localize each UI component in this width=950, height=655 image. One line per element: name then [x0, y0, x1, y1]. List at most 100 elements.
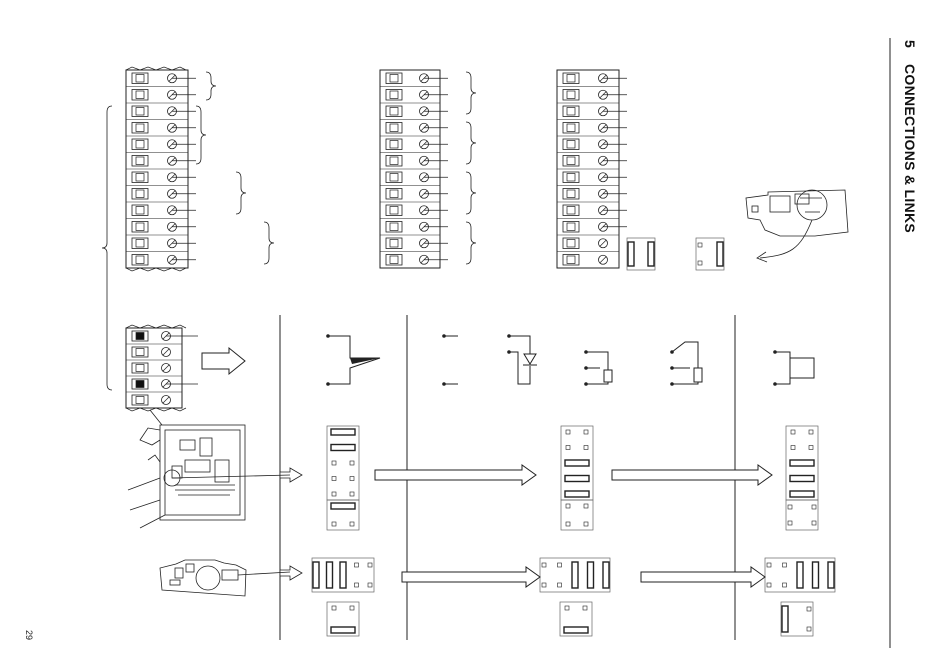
link-box — [540, 558, 610, 592]
link-pad — [566, 430, 570, 434]
terminal-clamp — [390, 75, 398, 83]
terminal-clamp — [567, 75, 575, 83]
link-jumper — [572, 562, 578, 588]
arrow — [402, 567, 540, 587]
link-jumper — [331, 429, 355, 435]
pcb-detail-top-right — [746, 190, 848, 262]
link-pad — [332, 522, 336, 526]
terminal-clamp — [390, 190, 398, 198]
terminal-clamp — [136, 256, 144, 264]
terminal-clamp — [390, 207, 398, 215]
link-jumper — [588, 562, 594, 588]
link-jumper — [603, 562, 609, 588]
terminal-clamp — [136, 124, 144, 132]
terminal-clamp — [136, 141, 144, 149]
link-jumper — [717, 242, 723, 266]
link-pad — [783, 583, 787, 587]
terminal-clamp — [390, 108, 398, 116]
link-jumper — [790, 460, 814, 466]
terminal-clamp — [136, 190, 144, 198]
leader-arrow — [280, 566, 302, 580]
pcb-detail-left-middle — [128, 410, 290, 528]
brace — [466, 122, 476, 164]
source-wiring — [775, 352, 790, 384]
terminal-block-right — [557, 70, 627, 268]
link-pad — [350, 477, 354, 481]
link-pad — [812, 505, 816, 509]
link-box — [765, 558, 835, 592]
brace — [102, 106, 112, 390]
terminal-screw-slot — [600, 257, 606, 263]
terminal-clamp — [136, 381, 144, 388]
brace — [466, 222, 476, 264]
terminal-screw-slot — [163, 349, 169, 355]
terminal-clamp — [567, 190, 575, 198]
link-pad — [350, 606, 354, 610]
link-jumper — [782, 606, 788, 632]
brace — [264, 222, 274, 264]
resistor-symbol — [694, 368, 702, 382]
link-jumper — [797, 562, 803, 588]
link-pad — [350, 461, 354, 465]
link-pad — [584, 522, 588, 526]
brace — [466, 172, 476, 214]
circuit-symbols — [326, 334, 814, 386]
terminal-clamp — [567, 141, 575, 149]
link-box — [561, 426, 593, 500]
diode-wiring — [509, 336, 530, 384]
link-pad — [783, 563, 787, 567]
link-pad — [583, 606, 587, 610]
link-pad — [565, 606, 569, 610]
link-pad — [368, 563, 372, 567]
link-jumper — [565, 460, 589, 466]
brace — [236, 172, 246, 214]
link-pad — [584, 504, 588, 508]
link-pad — [332, 492, 336, 496]
terminal-clamp — [390, 157, 398, 165]
terminal-block-small — [126, 325, 198, 411]
link-pad — [807, 607, 811, 611]
link-pad — [558, 563, 562, 567]
link-jumper — [340, 562, 346, 588]
link-pad — [788, 505, 792, 509]
link-pad — [812, 521, 816, 525]
terminal-clamp — [567, 174, 575, 182]
terminal-clamp — [390, 223, 398, 231]
terminal-clamp — [136, 75, 144, 83]
diode-symbol — [524, 354, 536, 364]
link-box — [786, 500, 818, 530]
link-jumper — [313, 562, 319, 588]
link-jumper — [648, 242, 654, 266]
arrow — [641, 567, 765, 587]
link-pad — [368, 583, 372, 587]
link-pad — [350, 492, 354, 496]
terminal-clamp — [390, 240, 398, 248]
link-box — [312, 558, 374, 592]
terminal-clamp — [136, 91, 144, 99]
brace — [206, 72, 216, 100]
link-jumper — [327, 562, 333, 588]
terminal-clamp — [567, 157, 575, 165]
link-jumper — [790, 476, 814, 482]
terminal-clamp — [567, 124, 575, 132]
link-pad — [767, 583, 771, 587]
link-pad — [332, 477, 336, 481]
terminal-clamp — [390, 124, 398, 132]
link-jumper — [331, 503, 355, 509]
link-pad — [542, 583, 546, 587]
arrow — [375, 465, 536, 485]
resistor-symbol — [604, 370, 612, 382]
link-pad — [809, 446, 813, 450]
terminal-clamp — [390, 141, 398, 149]
terminal-clamp — [136, 365, 144, 372]
terminal-clamp — [136, 207, 144, 215]
terminal-clamp — [136, 108, 144, 116]
terminal-block-frame — [126, 328, 182, 408]
link-jumper — [828, 562, 834, 588]
link-box — [627, 238, 655, 270]
link-pad — [542, 563, 546, 567]
rtd-wiring — [586, 352, 608, 384]
arrow — [612, 465, 772, 485]
pcb-detail-left-bottom — [160, 560, 290, 596]
